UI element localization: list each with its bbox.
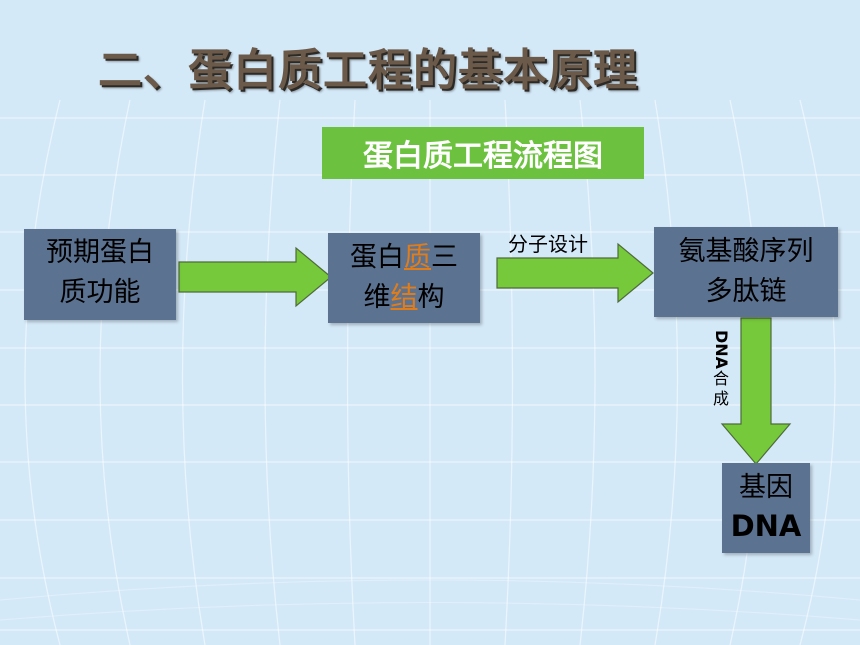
box-line: 预期蛋白: [46, 237, 154, 268]
protein-3d-structure-box: 蛋白质三 维结构: [328, 233, 480, 323]
dna-synthesis-label: DNA 合 成: [710, 330, 732, 409]
text-part: 三: [431, 242, 458, 273]
arrow-down: [720, 317, 792, 465]
box-line: DNA: [730, 509, 802, 543]
gene-dna-box: 基因 DNA: [722, 463, 810, 553]
flowchart-title: 蛋白质工程流程图: [322, 127, 644, 179]
dna-synthesis-label-zh: 合: [712, 369, 729, 389]
box-line: 多肽链: [705, 276, 787, 307]
highlighted-char: 结: [390, 282, 418, 313]
slide-title: 二、蛋白质工程的基本原理: [98, 45, 638, 96]
text-part: 维: [363, 282, 391, 313]
text-part: 蛋白: [350, 242, 404, 273]
text-part: 构: [417, 282, 445, 313]
dna-synthesis-label-zh: 成: [712, 389, 729, 409]
box-line: 基因: [739, 472, 793, 503]
arrow-right-1: [178, 246, 332, 308]
box-line: 氨基酸序列: [678, 236, 814, 267]
expected-protein-function-box: 预期蛋白 质功能: [24, 229, 176, 320]
box-line: 质功能: [59, 277, 141, 308]
dna-synthesis-label-en: DNA: [712, 330, 731, 370]
box-line: 蛋白质三: [328, 238, 480, 278]
arrow-right-2: [496, 242, 654, 304]
highlighted-char: 质: [404, 242, 431, 273]
amino-acid-sequence-box: 氨基酸序列 多肽链: [654, 227, 838, 317]
molecular-design-label: 分子设计: [508, 232, 588, 256]
box-line: 维结构: [328, 278, 480, 318]
